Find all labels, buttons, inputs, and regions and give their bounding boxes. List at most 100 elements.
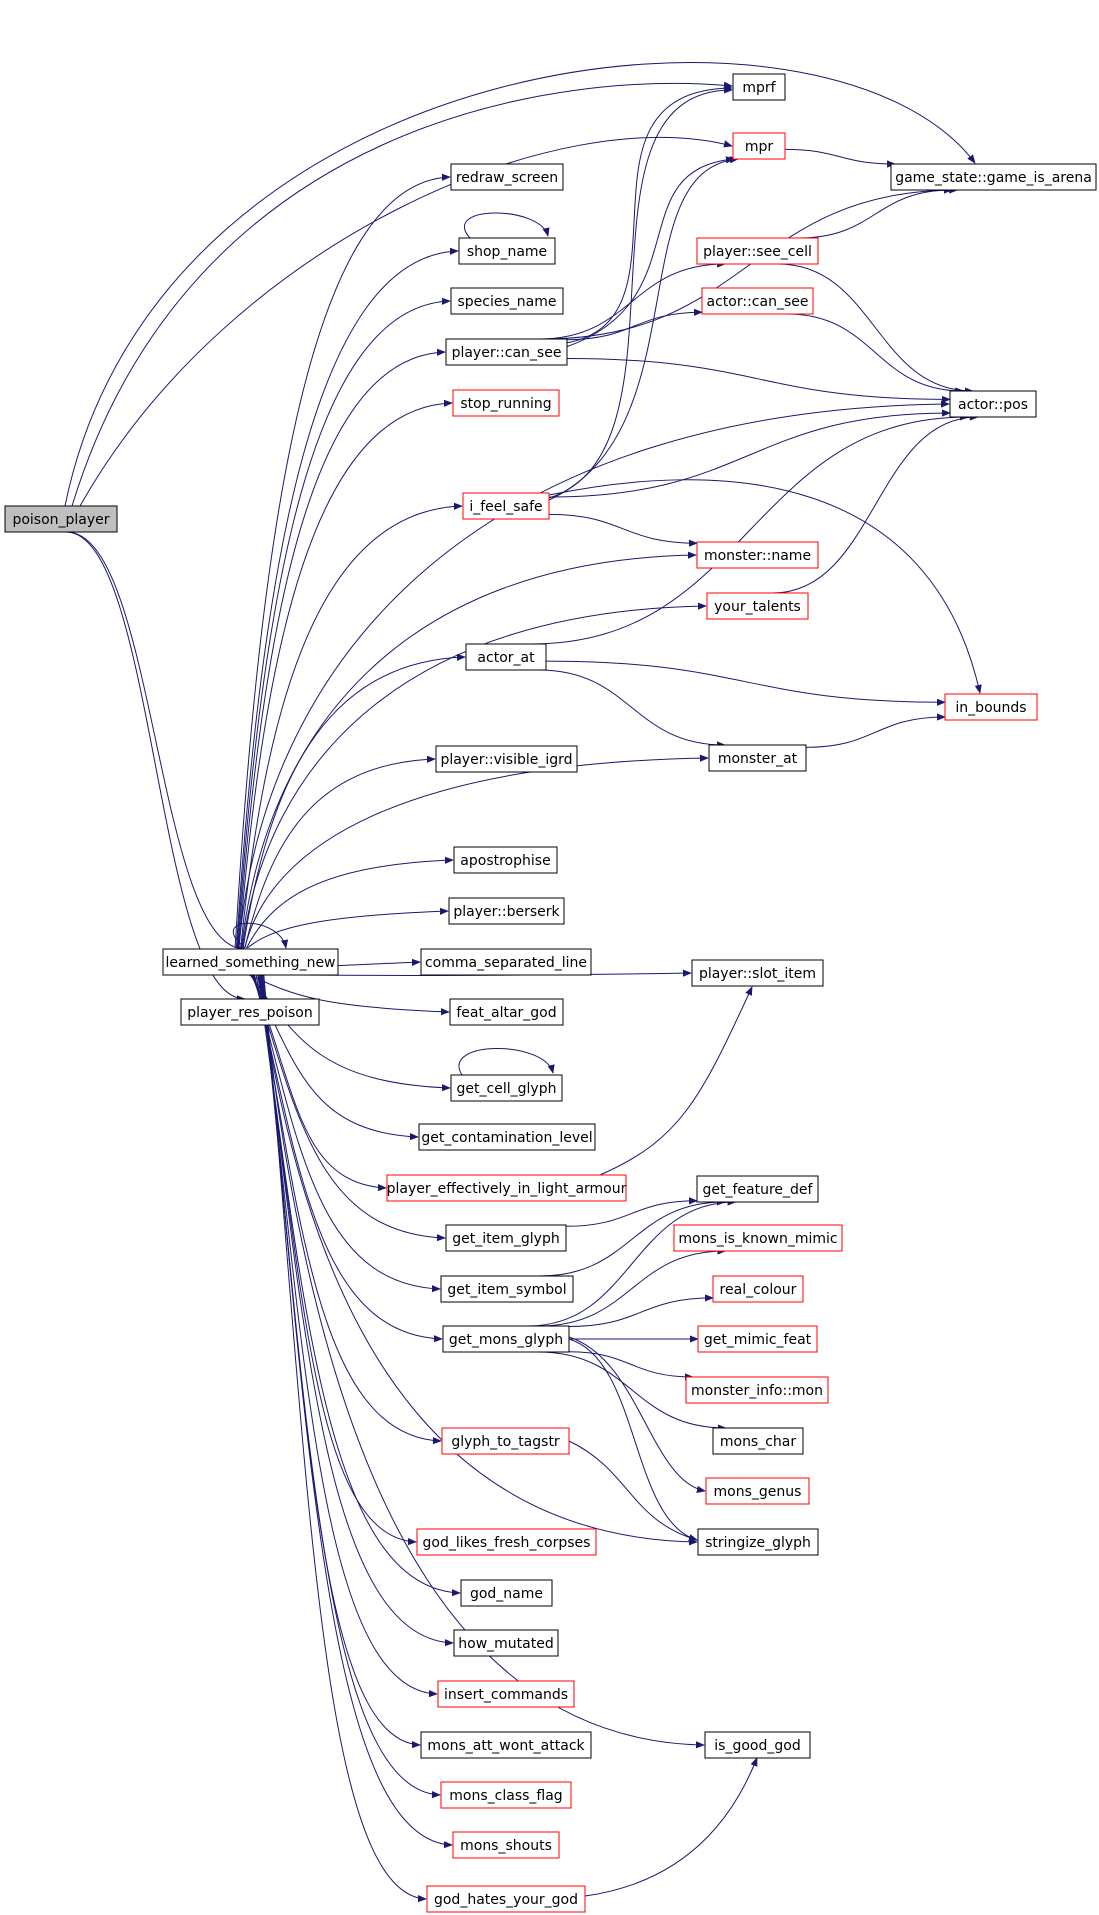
node-label: player::see_cell [703,244,812,260]
node-get-contamination-level[interactable]: get_contamination_level [418,1123,596,1151]
node-box [696,237,819,265]
node-box [460,1579,553,1607]
node-box [706,592,809,620]
node-box [452,389,560,417]
node-god-hates-your-god[interactable]: god_hates_your_god [426,1885,586,1913]
node-get-cell-glyph[interactable]: get_cell_glyph [450,1074,563,1102]
node-player-res-poison[interactable]: player_res_poison [180,998,320,1026]
edge-shop_name-to-shop_name [463,212,550,239]
node-stringize-glyph[interactable]: stringize_glyph [697,1528,819,1556]
edge-learned_something_new-to-god_likes_fresh_corpses [257,974,417,1546]
node-monster-info-mon[interactable]: monster_info::mon [685,1376,829,1404]
node-label: mons_shouts [460,1838,552,1854]
edge-get_mons_glyph-to-mons_is_known_mimic [538,1247,727,1327]
node-stop-running[interactable]: stop_running [452,389,560,417]
node-box [453,1629,559,1657]
edge-learned_something_new-to-shop_name [235,247,459,949]
node-actor-at[interactable]: actor_at [465,643,547,671]
node-label: player::slot_item [699,966,816,982]
node-mons-shouts[interactable]: mons_shouts [452,1831,560,1859]
node-mprf[interactable]: mprf [732,73,786,101]
edge-learned_something_new-to-monster_at [244,754,709,949]
node-box [440,1781,572,1809]
node-how-mutated[interactable]: how_mutated [453,1629,559,1657]
node-god-name[interactable]: god_name [460,1579,553,1607]
edge-mpr-to-game_is_arena [784,148,897,168]
edge-learned_something_new-to-get_mons_glyph [254,974,443,1343]
node-box [416,1528,597,1556]
edge-poison_player-to-mprf [71,81,733,507]
node-in-bounds[interactable]: in_bounds [944,693,1038,721]
edge-learned_something_new-to-mons_shouts [262,974,453,1849]
node-mons-char[interactable]: mons_char [712,1427,804,1455]
edge-player_see_cell-to-game_is_arena [798,186,953,239]
node-box [704,1731,811,1759]
node-get-item-symbol[interactable]: get_item_symbol [440,1275,574,1303]
node-your-talents[interactable]: your_talents [706,592,809,620]
node-label: your_talents [714,599,801,615]
edge-get_mons_glyph-to-monster_info_mon [568,1351,694,1381]
node-box [450,1074,563,1102]
node-label: i_feel_safe [469,499,542,515]
edge-learned_something_new-to-your_talents [241,602,707,949]
node-is-good-god[interactable]: is_good_god [704,1731,811,1759]
node-box [449,998,564,1026]
edge-poison_player-to-game_is_arena [64,62,976,507]
node-mons-is-known-mimic[interactable]: mons_is_known_mimic [673,1224,843,1252]
node-insert-commands[interactable]: insert_commands [437,1680,575,1708]
node-feat-altar-god[interactable]: feat_altar_god [449,998,564,1026]
edge-learned_something_new-to-get_item_symbol [253,974,441,1293]
node-apostrophise[interactable]: apostrophise [453,846,558,874]
node-comma-separated-line[interactable]: comma_separated_line [420,948,592,976]
edge-learned_something_new-to-god_name [258,974,461,1597]
node-box [705,1477,810,1505]
node-learned-something-new[interactable]: learned_something_new [162,948,339,976]
node-get-mimic-feat[interactable]: get_mimic_feat [697,1325,818,1353]
node-player-berserk[interactable]: player::berserk [448,897,565,925]
node-i-feel-safe[interactable]: i_feel_safe [462,492,550,520]
edge-actor_at-to-actor_pos [531,413,969,645]
edge-learned_something_new-to-is_good_god [260,974,705,1749]
edge-i_feel_safe-to-in_bounds [548,479,982,694]
node-player-see-cell[interactable]: player::see_cell [696,237,819,265]
node-box [420,1731,592,1759]
node-label: get_mimic_feat [704,1332,812,1348]
node-box [435,745,578,773]
function-nodes: poison_playerlearned_something_newplayer… [4,73,1097,1913]
node-game-is-arena[interactable]: game_state::game_is_arena [890,163,1097,191]
node-mons-class-flag[interactable]: mons_class_flag [440,1781,572,1809]
node-get-feature-def[interactable]: get_feature_def [696,1175,819,1203]
node-actor-can-see[interactable]: actor::can_see [701,287,814,315]
node-get-item-glyph[interactable]: get_item_glyph [445,1224,567,1252]
edge-i_feel_safe-to-actor_pos [548,409,951,498]
node-label: get_item_symbol [447,1282,566,1298]
node-player-effectively-in-light-armour[interactable]: player_effectively_in_light_armour [386,1174,627,1202]
node-label: get_feature_def [703,1182,814,1198]
node-label: get_item_glyph [452,1231,559,1247]
node-label: actor_at [477,650,535,666]
node-glyph-to-tagstr[interactable]: glyph_to_tagstr [441,1427,570,1455]
node-species-name[interactable]: species_name [450,287,564,315]
node-label: get_mons_glyph [449,1332,563,1348]
node-mpr[interactable]: mpr [732,132,786,160]
node-box [465,643,547,671]
node-player-can-see[interactable]: player::can_see [445,338,568,366]
node-player-visible-igrd[interactable]: player::visible_igrd [435,745,578,773]
node-box [162,948,339,976]
node-player-slot-item[interactable]: player::slot_item [691,959,824,987]
node-monster-at[interactable]: monster_at [708,744,807,772]
node-label: redraw_screen [456,170,558,186]
node-box [180,998,320,1026]
node-mons-genus[interactable]: mons_genus [705,1477,810,1505]
node-actor-pos[interactable]: actor::pos [949,390,1037,418]
node-god-likes-fresh-corpses[interactable]: god_likes_fresh_corpses [416,1528,597,1556]
node-label: actor::can_see [707,294,809,310]
node-mons-att-wont-attack[interactable]: mons_att_wont_attack [420,1731,592,1759]
node-shop-name[interactable]: shop_name [458,237,556,265]
node-label: feat_altar_god [456,1005,556,1021]
node-monster-name[interactable]: monster::name [696,541,819,569]
node-real-colour[interactable]: real_colour [712,1275,804,1303]
node-get-mons-glyph[interactable]: get_mons_glyph [442,1325,570,1353]
node-redraw-screen[interactable]: redraw_screen [450,163,564,191]
node-poison-player[interactable]: poison_player [4,505,118,533]
